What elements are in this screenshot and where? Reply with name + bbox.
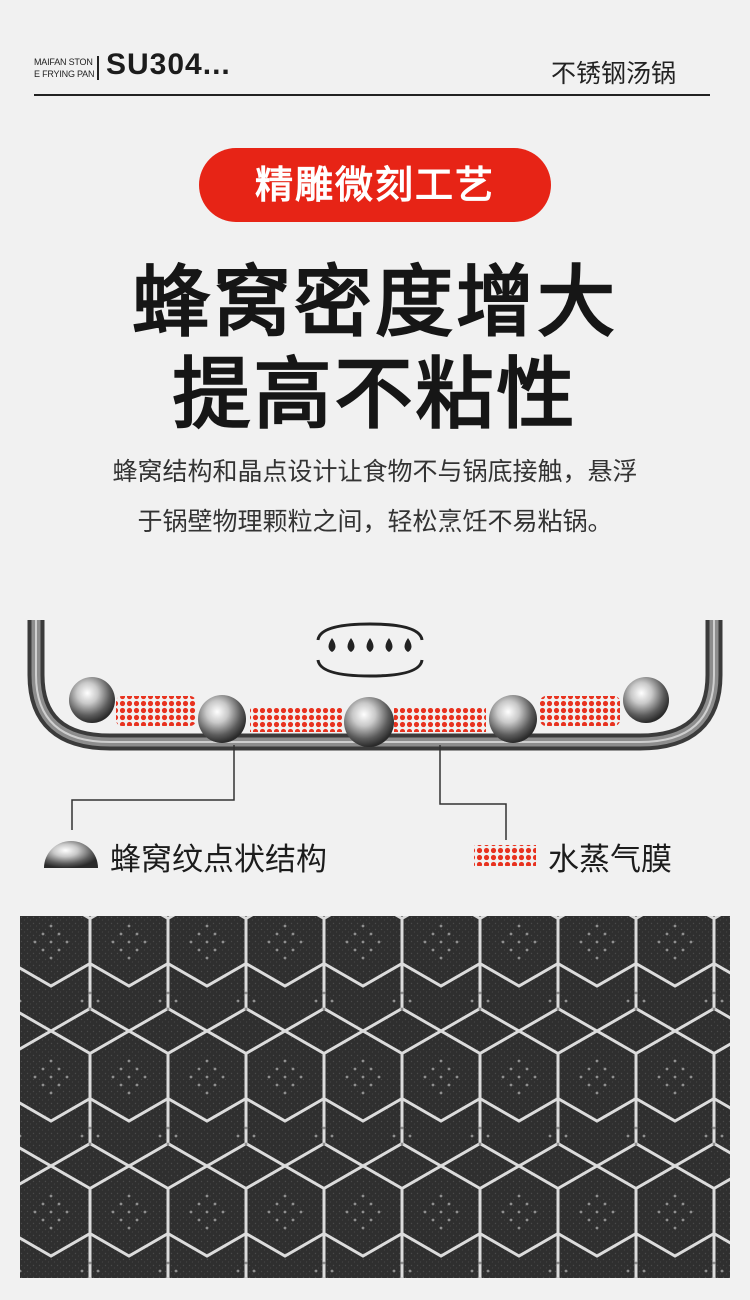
description-line-1: 蜂窝结构和晶点设计让食物不与锅底接触，悬浮 — [112, 457, 638, 486]
legend-honeycomb-label: 蜂窝纹点状结构 — [110, 842, 327, 878]
leader-line-steam — [439, 745, 507, 840]
steam-dots-icon — [474, 845, 536, 866]
feature-badge: 精雕微刻工艺 — [199, 148, 551, 222]
metal-sphere-icon — [44, 841, 98, 868]
brand-divider — [97, 56, 99, 80]
steam-film-dots — [116, 696, 620, 732]
honeycomb-spheres — [69, 677, 669, 747]
honeycomb-texture-image — [20, 916, 730, 1278]
headline-line-1: 蜂窝密度增大 — [131, 258, 618, 348]
pan-cross-section-diagram — [27, 620, 723, 868]
description-line-2: 于锅壁物理颗粒之间，轻松烹饪不易粘锅。 — [137, 507, 613, 536]
model-name: SU304... — [106, 48, 231, 81]
page-header: MAIFAN STON E FRYING PAN SU304... 不锈钢汤锅 — [34, 44, 710, 96]
brand-text: MAIFAN STON E FRYING PAN — [34, 56, 100, 80]
headline-line-2: 提高不粘性 — [172, 350, 578, 440]
leader-line-honeycomb — [71, 745, 235, 830]
brand-line-2: E FRYING PAN — [34, 69, 95, 79]
legend-steam-label: 水蒸气膜 — [548, 842, 672, 878]
product-name: 不锈钢汤锅 — [550, 59, 676, 88]
water-droplets-icon — [316, 622, 424, 678]
brand-line-1: MAIFAN STON — [34, 57, 93, 67]
